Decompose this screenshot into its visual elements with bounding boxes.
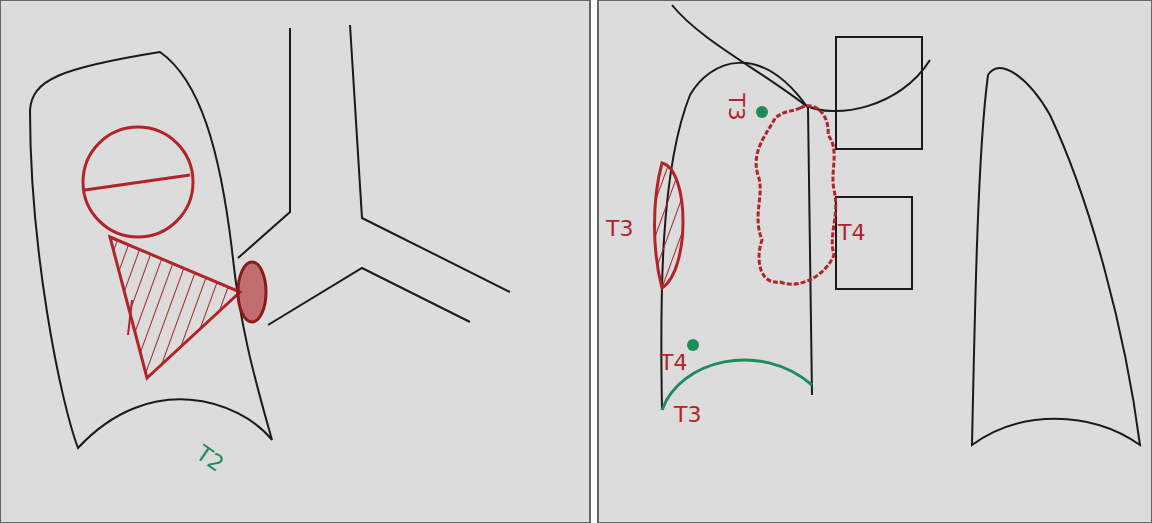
bronchus-tumor: [238, 262, 266, 322]
tumor-diameter: [85, 175, 190, 190]
whiteboard-panel: [0, 0, 590, 523]
stage-label: T4: [838, 222, 865, 244]
tumor-circle: [83, 127, 193, 237]
chest-wall-tumor: [655, 163, 684, 288]
trachea-left: [238, 28, 290, 258]
nodule-dot: [756, 106, 768, 118]
stage-label: T3: [725, 93, 747, 120]
arrow-mark: [128, 300, 132, 335]
lung-outline: [30, 52, 272, 448]
trachea-right: [350, 25, 510, 292]
stage-label: T3: [674, 404, 701, 426]
atelectasis-triangle: [110, 237, 240, 378]
pleural-line: [672, 5, 930, 111]
stage-label: T3: [606, 218, 633, 240]
nodule-dot: [687, 339, 699, 351]
whiteboard-panel: [598, 0, 1152, 523]
bronchus-lower: [268, 268, 470, 325]
mediastinal-box: [836, 197, 912, 289]
lung-outline: [972, 68, 1140, 445]
mediastinal-box: [836, 37, 922, 149]
stage-label: T4: [660, 352, 687, 374]
central-mass: [756, 106, 836, 284]
